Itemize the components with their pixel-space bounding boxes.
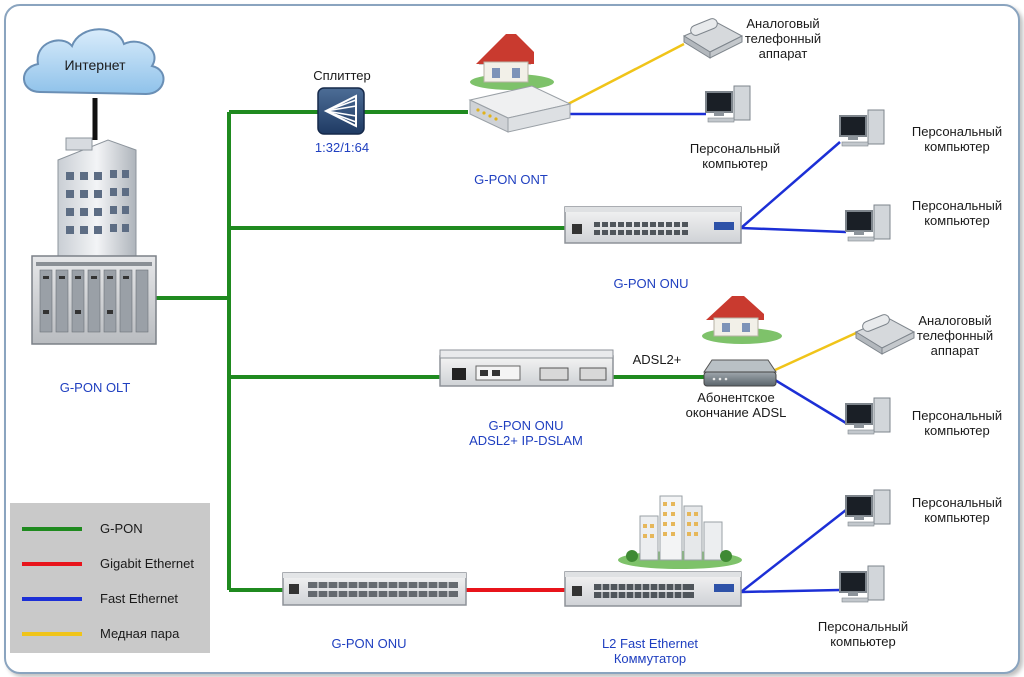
- legend-item-gpon: G-PON: [10, 519, 210, 539]
- onu-dslam-device-icon: [439, 349, 614, 387]
- onu-switch-label: G-PON ONU: [613, 276, 689, 291]
- legend: G-PON Gigabit Ethernet Fast Ethernet Мед…: [10, 503, 210, 653]
- legend-label-gpon: G-PON: [100, 521, 143, 536]
- legend-swatch-fast-ethernet: [22, 597, 82, 601]
- computer-icon-6: [839, 565, 885, 603]
- ont-device-icon: [468, 85, 572, 133]
- onu-switch-device-icon: [564, 206, 742, 244]
- onu-bottom-label: G-PON ONU: [331, 636, 407, 651]
- legend-swatch-gigabit-ethernet: [22, 562, 82, 566]
- phone-label-middle: Аналоговый телефонный аппарат: [916, 313, 994, 358]
- ont-label: G-PON ONT: [474, 172, 548, 187]
- onu-bottom-device-icon: [282, 572, 467, 606]
- apartment-buildings-icon: [618, 495, 742, 569]
- computer-icon-2: [839, 109, 885, 147]
- cloud-icon: [23, 28, 165, 96]
- adsl-modem-icon: [703, 359, 777, 387]
- internet-label: Интернет: [64, 57, 126, 73]
- splitter-icon: [317, 87, 365, 135]
- splitter-ratio-label: 1:32/1:64: [314, 140, 370, 155]
- legend-label-fast-ethernet: Fast Ethernet: [100, 591, 179, 606]
- gpon-links: [155, 110, 706, 592]
- legend-item-gigabit-ethernet: Gigabit Ethernet: [10, 554, 210, 574]
- phone-label-top: Аналоговый телефонный аппарат: [744, 16, 822, 61]
- legend-label-gigabit-ethernet: Gigabit Ethernet: [100, 556, 194, 571]
- telephone-icon-2: [854, 314, 916, 355]
- olt-chassis-icon: [31, 255, 157, 345]
- pc-label-6: Персональный компьютер: [817, 619, 909, 649]
- pc-label-3: Персональный компьютер: [911, 198, 1003, 228]
- onu-dslam-label: G-PON ONU ADSL2+ IP-DSLAM: [469, 418, 583, 448]
- pc-label-5: Персональный компьютер: [911, 495, 1003, 525]
- fast-ethernet-links: [568, 112, 847, 594]
- olt-label: G-PON OLT: [59, 380, 131, 395]
- l2-switch-device-icon: [564, 571, 742, 607]
- splitter-label: Сплиттер: [313, 68, 371, 83]
- house-icon: [470, 34, 554, 90]
- legend-swatch-gpon: [22, 527, 82, 531]
- legend-item-fast-ethernet: Fast Ethernet: [10, 589, 210, 609]
- computer-icon-3: [845, 204, 891, 242]
- adsl-link-label: ADSL2+: [632, 352, 682, 367]
- copper-links: [567, 42, 857, 372]
- legend-label-copper-pair: Медная пара: [100, 626, 180, 641]
- legend-swatch-copper-pair: [22, 632, 82, 636]
- l2-switch-label: L2 Fast Ethernet Коммутатор: [601, 636, 699, 666]
- computer-icon-5: [845, 489, 891, 527]
- house-icon-2: [702, 296, 782, 344]
- pc-label-2: Персональный компьютер: [911, 124, 1003, 154]
- telephone-icon: [682, 18, 744, 59]
- adsl-modem-label: Абонентское окончание ADSL: [685, 390, 787, 420]
- pc-label-4: Персональный компьютер: [911, 408, 1003, 438]
- computer-icon: [705, 85, 751, 123]
- datacenter-building-icon: [57, 137, 137, 259]
- legend-item-copper-pair: Медная пара: [10, 624, 210, 644]
- pc-label-1: Персональный компьютер: [689, 141, 781, 171]
- computer-icon-4: [845, 397, 891, 435]
